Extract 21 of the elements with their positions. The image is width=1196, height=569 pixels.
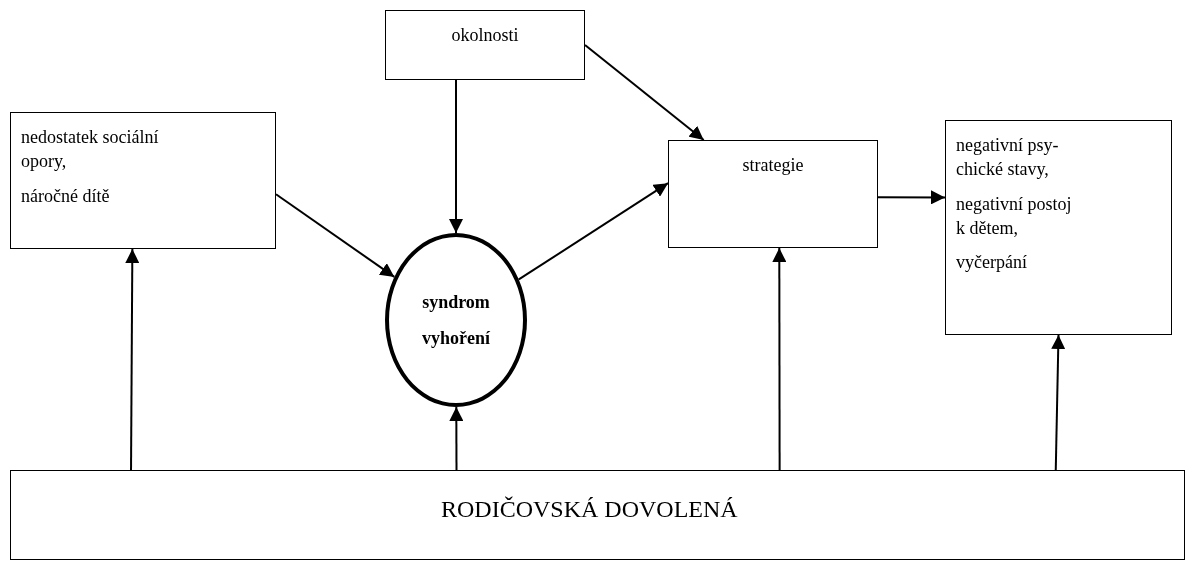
process-box <box>385 10 585 80</box>
arrow <box>584 44 705 141</box>
arrow <box>877 190 946 205</box>
node-text: náročné dítě <box>21 184 111 208</box>
arrow <box>449 406 464 471</box>
process-box <box>10 112 276 249</box>
node-text: strategie <box>741 154 805 177</box>
arrow <box>1051 334 1066 471</box>
process-box <box>668 140 878 248</box>
process-box <box>945 120 1172 335</box>
node-text: nedostatek sociální opory, <box>21 126 160 174</box>
node-text: RODIČOVSKÁ DOVOLENÁ <box>441 495 738 524</box>
node-text: syndrom vyhoření <box>421 291 491 350</box>
node-text: okolnosti <box>450 24 520 47</box>
arrow <box>772 247 787 471</box>
arrow <box>449 79 463 234</box>
node-text: vyčerpání <box>956 251 1028 275</box>
context-band <box>10 470 1185 560</box>
node-text: negativní psy-chické stavy, <box>956 134 1060 182</box>
node-text: negativní postoj k dětem, <box>956 192 1073 240</box>
arrow <box>125 248 140 471</box>
